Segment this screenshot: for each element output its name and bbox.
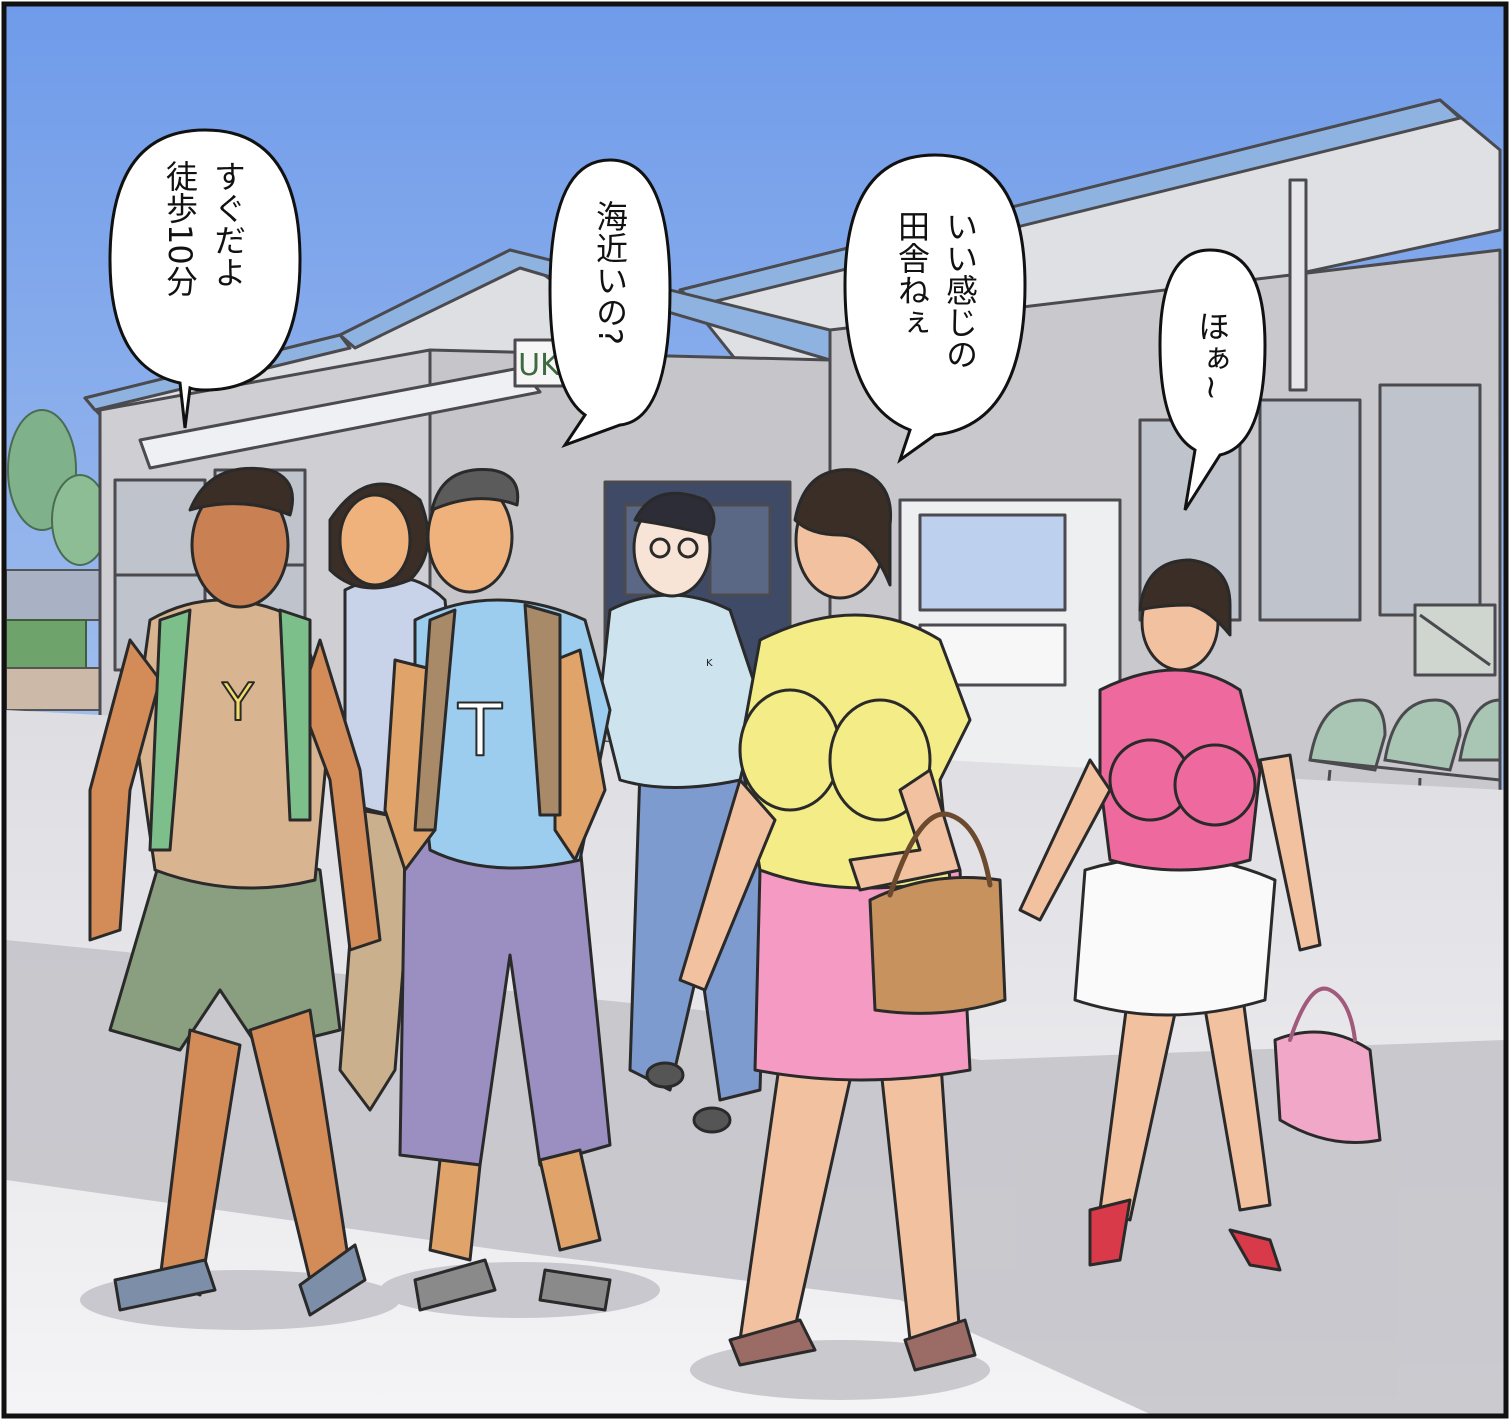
shirt-letter-t: T xyxy=(457,688,503,772)
svg-text:徒歩10分: 徒歩10分 xyxy=(161,160,199,297)
bubble-sea-line-1: 海近いの? xyxy=(591,200,629,345)
notice-board xyxy=(1413,603,1497,677)
bubble-countryside-line-2: 田舎ねぇ xyxy=(893,210,931,338)
girl-handbag xyxy=(1273,986,1382,1144)
svg-text:いい感じの: いい感じの xyxy=(941,210,979,370)
woman-handbag xyxy=(868,811,1007,1015)
conductor: K xyxy=(598,491,772,1134)
shirt-letter-y: Y xyxy=(221,673,254,733)
bubble-walk-line-2: 徒歩10分 xyxy=(161,160,199,297)
girl-pink-top xyxy=(1018,558,1382,1272)
bubble-walk-line-1: すぐだよ xyxy=(209,160,247,288)
boy-middle: T xyxy=(383,468,612,1312)
conductor-badge: K xyxy=(706,658,713,669)
svg-text:すぐだよ: すぐだよ xyxy=(209,160,247,288)
bubble-countryside: いい感じの 田舎ねぇ xyxy=(843,153,1027,464)
svg-text:海近いの?: 海近いの? xyxy=(591,200,629,345)
bubble-walk: すぐだよ 徒歩10分 xyxy=(108,128,302,429)
bubble-wow-line-1: ほぁ~ xyxy=(1193,310,1231,401)
svg-text:田舎ねぇ: 田舎ねぇ xyxy=(893,210,931,338)
bubble-sea: 海近いの? xyxy=(548,158,672,448)
platform-benches xyxy=(1308,698,1502,831)
woman-yellow-top xyxy=(678,468,1007,1372)
svg-text:ほぁ~: ほぁ~ xyxy=(1193,310,1231,401)
bubble-wow: ほぁ~ xyxy=(1158,248,1267,511)
speech-bubbles: すぐだよ 徒歩10分 海近いの? いい感じの 田舎ねぇ xyxy=(108,128,1267,511)
bubble-countryside-line-1: いい感じの xyxy=(941,210,979,370)
boy-left: Y xyxy=(88,466,382,1317)
